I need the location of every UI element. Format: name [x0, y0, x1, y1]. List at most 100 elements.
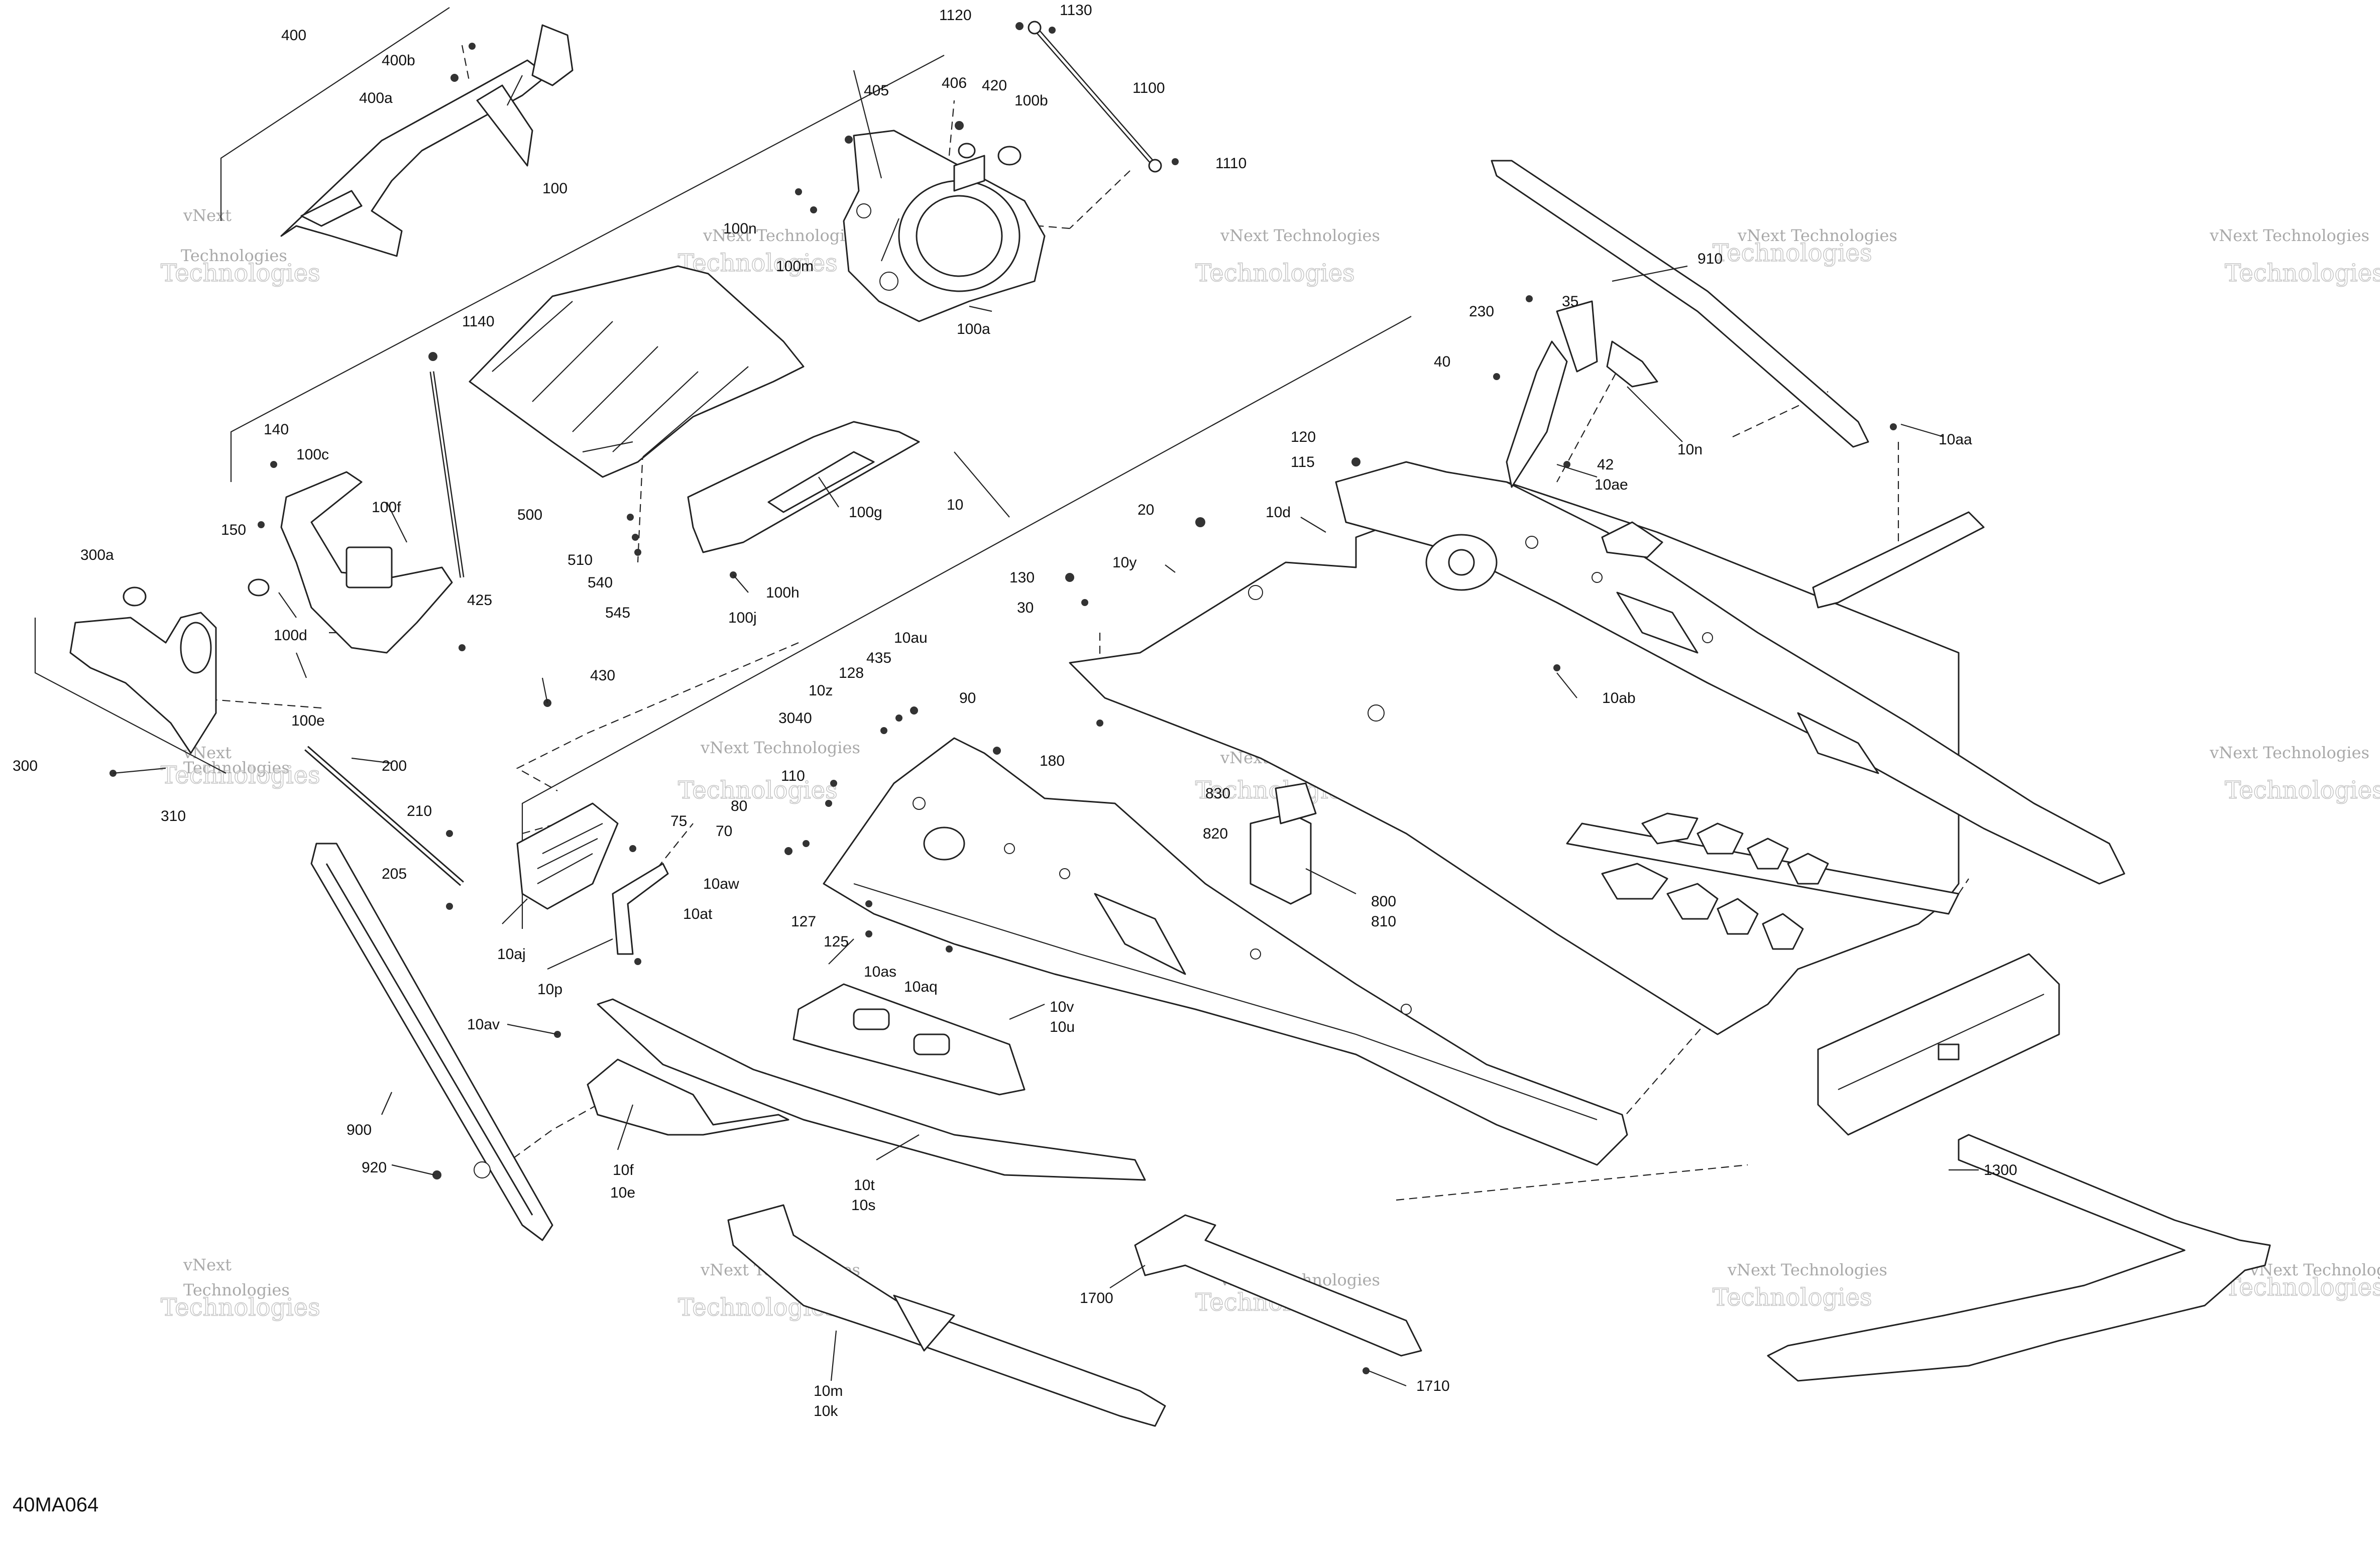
- watermark: vNext Technologies Technologies: [160, 1255, 320, 1322]
- callout-10d: 10d: [1266, 504, 1291, 521]
- callout-900: 900: [347, 1122, 372, 1138]
- part-200-bar: [304, 746, 464, 886]
- callout-10ae: 10ae: [1595, 477, 1628, 493]
- watermark-outline: Technologies: [1195, 259, 1355, 287]
- callout-180: 180: [1040, 753, 1065, 769]
- callout-205: 205: [382, 866, 407, 882]
- callout-110: 110: [781, 768, 805, 784]
- bracket-300: [34, 618, 226, 774]
- axis-400b: [461, 45, 471, 83]
- watermark-line: vNext Technologies: [2209, 226, 2369, 245]
- leader-100e: [295, 652, 307, 678]
- watermark-line: vNext Technologies: [1737, 226, 1897, 245]
- callout-100: 100: [542, 180, 568, 197]
- leader-920: [391, 1164, 435, 1176]
- watermark: vNext Technologies Technologies: [2224, 1260, 2380, 1302]
- callout-10k: 10k: [814, 1403, 838, 1419]
- callout-540: 540: [588, 574, 613, 591]
- callout-10n: 10n: [1677, 441, 1703, 458]
- axis-rear-bumper: [1958, 878, 1969, 894]
- callout-1140: 1140: [462, 313, 495, 330]
- watermark: vNext Technologies Technologies: [677, 226, 863, 278]
- leader-10m: [830, 1330, 837, 1381]
- part-910-rail: [1491, 160, 1869, 448]
- leader-100g: [818, 477, 839, 508]
- axis-406: [948, 100, 955, 156]
- leader-310: [112, 767, 166, 774]
- part-10-right-rail: [1335, 461, 2125, 885]
- watermark: vNext Technologies Technologies: [2209, 226, 2380, 288]
- watermark: vNext Technologies Technologies: [2209, 743, 2380, 805]
- callout-130: 130: [1009, 569, 1035, 586]
- callout-1110: 1110: [1215, 155, 1246, 172]
- watermark: vNext Technologies Technologies: [1712, 226, 1897, 268]
- part-900-rail: [310, 843, 553, 1241]
- part-1300-bumper: [1767, 1134, 2271, 1382]
- axis-430: [516, 642, 799, 791]
- callout-510: 510: [568, 552, 593, 568]
- callout-20: 20: [1138, 502, 1154, 518]
- callout-10p: 10p: [537, 981, 562, 998]
- callout-125: 125: [824, 933, 849, 950]
- callout-10aj: 10aj: [497, 946, 526, 963]
- axis-1100: [1069, 170, 1130, 229]
- callout-90: 90: [959, 690, 976, 706]
- part-800-plate: [1250, 782, 1317, 905]
- leader-10v: [1009, 1003, 1045, 1020]
- leader-800: [1305, 868, 1356, 894]
- watermark-outline: Technologies: [2225, 1273, 2380, 1301]
- watermark-line: vNext Technologies: [2249, 1260, 2380, 1279]
- leader-910: [1612, 265, 1688, 282]
- callout-10t: 10t: [854, 1177, 875, 1194]
- callout-210: 210: [407, 803, 432, 819]
- watermark-line2: Technologies: [183, 758, 290, 777]
- leader-10ae: [1556, 463, 1598, 478]
- callout-100m: 100m: [776, 258, 814, 275]
- leader-100m: [880, 218, 900, 262]
- watermark: vNext Technologies Technologies: [677, 738, 860, 805]
- callout-1300: 1300: [1984, 1162, 2017, 1178]
- watermark-layer: vNext Technologies Technologies vNext Te…: [160, 206, 2380, 1322]
- callout-100c: 100c: [296, 446, 329, 463]
- watermark-outline: Technologies: [2225, 776, 2380, 804]
- part-10t-skid: [597, 998, 1146, 1181]
- callout-545: 545: [605, 605, 630, 621]
- callout-10u: 10u: [1050, 1019, 1075, 1035]
- callout-425: 425: [467, 592, 492, 609]
- callout-1700: 1700: [1080, 1290, 1113, 1307]
- leader-405: [853, 70, 882, 179]
- callout-10m: 10m: [814, 1383, 843, 1399]
- leader-200: [351, 757, 392, 764]
- callout-800: 800: [1371, 893, 1396, 910]
- callout-910: 910: [1697, 251, 1723, 267]
- callout-115: 115: [1291, 454, 1315, 470]
- leader-10aj: [502, 898, 528, 924]
- callout-10aq: 10aq: [904, 979, 938, 995]
- callout-300a: 300a: [80, 547, 114, 563]
- callout-100a: 100a: [957, 321, 990, 337]
- callout-10f: 10f: [613, 1162, 634, 1178]
- callout-230: 230: [1469, 303, 1494, 320]
- callout-100h: 100h: [766, 584, 800, 601]
- watermark-line1: vNext: [183, 206, 232, 225]
- part-10aa-bracket: [1812, 511, 1985, 609]
- leader-100a: [969, 305, 992, 312]
- part-100c-frame: [248, 371, 465, 654]
- leader-10p: [547, 938, 613, 970]
- part-100g-shelf: [687, 421, 920, 553]
- drawing-code: 40MA064: [13, 1494, 98, 1516]
- leader-430: [541, 677, 548, 703]
- leader-1700: [1109, 1265, 1146, 1288]
- callout-100f: 100f: [372, 499, 401, 516]
- callout-400b: 400b: [382, 52, 415, 69]
- leader-100f: [386, 502, 407, 543]
- bracket-100: [230, 55, 945, 482]
- callout-150: 150: [221, 522, 246, 538]
- callout-1130: 1130: [1060, 2, 1092, 19]
- callout-140: 140: [264, 421, 289, 438]
- watermark-line: vNext Technologies: [703, 226, 863, 245]
- watermark: vNext Technologies Technologies: [1712, 1260, 1887, 1312]
- watermark: vNext Technologies Technologies: [160, 743, 320, 790]
- leader-lines: [112, 70, 1979, 1387]
